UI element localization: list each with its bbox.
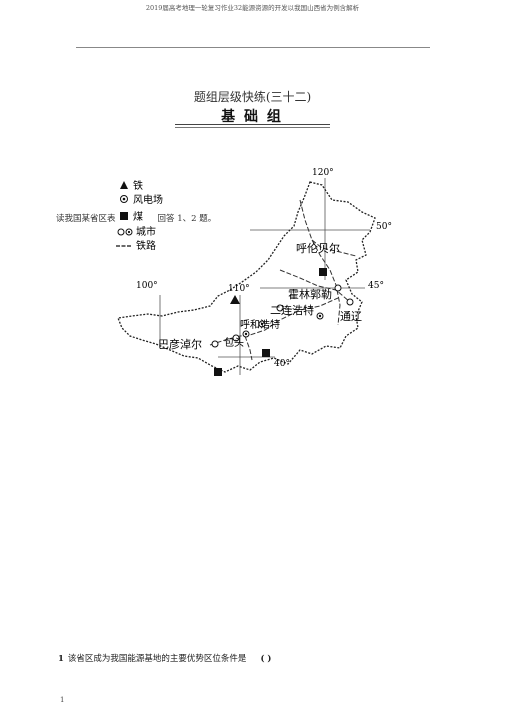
city-label-erenhot: 二连浩特 — [270, 303, 314, 317]
city-label-hohhot: 呼和浩特 — [240, 319, 280, 331]
wind-farm-markers — [244, 314, 322, 336]
coal-marker — [262, 349, 270, 357]
longitude-label-110: 110° — [228, 284, 250, 294]
map-grid — [159, 178, 370, 375]
city-circle-icon — [117, 228, 125, 236]
document-header: 2019届高考地理一轮复习作业32能源资源的开发以我国山西省为例含解析 — [145, 4, 360, 12]
question-number: 1 — [58, 654, 64, 664]
intro-text-after: 回答 1、2 题。 — [157, 214, 217, 224]
question-text: 该省区成为我国能源基地的主要优势区位条件是 — [67, 654, 247, 664]
iron-marker — [230, 295, 240, 304]
latitude-label-50: 50° — [376, 222, 392, 232]
legend-label-wind: 风电场 — [133, 193, 163, 206]
legend-label-railway: 铁路 — [136, 239, 156, 252]
legend-label-city: 城市 — [136, 225, 156, 238]
group-underline-thin — [175, 127, 330, 128]
group-underline — [175, 124, 330, 125]
province-map: 铁 风电场 煤 城市 铁路 120° 110° 100° 50° 45° 40° — [116, 168, 392, 376]
longitude-label-120: 120° — [312, 168, 334, 178]
header-rule — [76, 47, 430, 48]
city-label-hulunbuir: 呼伦贝尔 — [296, 241, 340, 255]
railway-network — [209, 199, 357, 361]
longitude-label-100: 100° — [136, 281, 158, 291]
intro-text-before: 读我国某省区表 — [56, 214, 116, 224]
answer-paren: ( ) — [260, 654, 272, 664]
group-label: 基 础 组 — [221, 109, 283, 125]
section-title: 题组层级快练(三十二) — [193, 90, 312, 104]
city-label-tongliao: 通辽 — [340, 310, 362, 323]
legend-label-iron: 铁 — [133, 179, 143, 192]
map-legend: 铁 风电场 煤 城市 铁路 — [116, 179, 163, 252]
city-label-huolinguole: 霍林郭勒 — [288, 287, 332, 301]
coal-marker — [319, 268, 327, 276]
city-label-bayannur: 巴彦淖尔 — [158, 337, 202, 351]
page-number: 1 — [60, 696, 65, 704]
coal-marker — [214, 368, 222, 376]
triangle-iron-icon — [120, 181, 128, 189]
latitude-label-40: 40° — [274, 359, 290, 369]
province-boundary — [117, 181, 376, 373]
city-label-baotou: 包头 — [224, 336, 244, 349]
legend-label-coal: 煤 — [133, 210, 143, 223]
square-coal-icon — [120, 212, 128, 220]
wind-farm-icon — [120, 195, 128, 203]
intro-text: 读我国某省区表 回答 1、2 题。 — [56, 212, 216, 224]
latitude-label-45: 45° — [368, 281, 384, 291]
